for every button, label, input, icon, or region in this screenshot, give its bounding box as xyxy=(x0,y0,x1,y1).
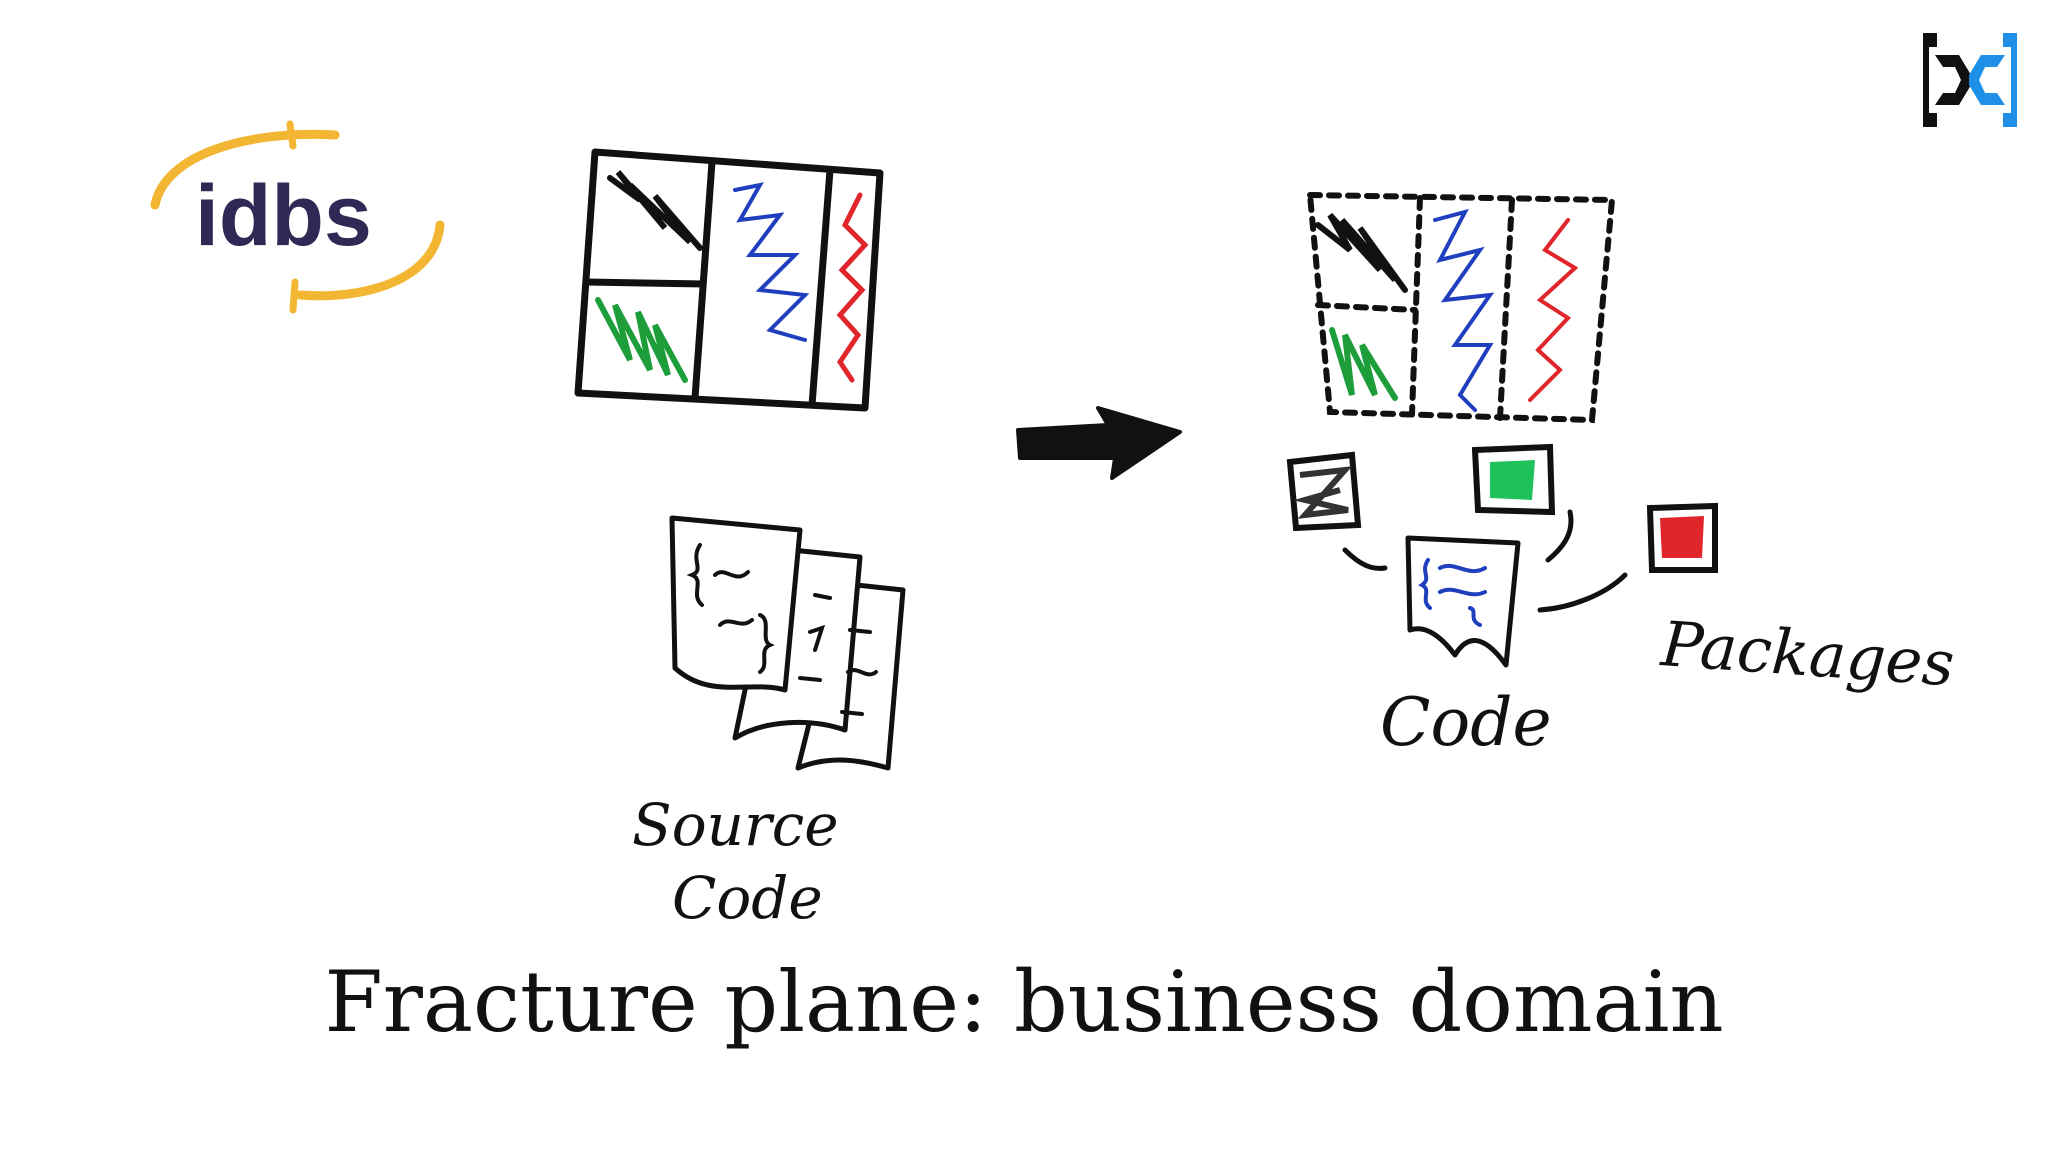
source-code-label-line2: Code xyxy=(672,864,823,932)
code-page xyxy=(1405,535,1521,668)
source-code-pages xyxy=(669,515,906,771)
transform-arrow xyxy=(1016,406,1182,480)
package-red xyxy=(1646,502,1718,573)
split-grid xyxy=(1306,191,1616,424)
idbs-logo: idbs xyxy=(150,120,445,314)
source-code-label-line1: Source xyxy=(632,791,839,859)
slide-caption: Fracture plane: business domain xyxy=(324,953,1724,1051)
package-black xyxy=(1286,451,1362,532)
blue-scribble xyxy=(733,182,810,342)
green-scribble xyxy=(595,297,688,383)
monolith-grid xyxy=(574,148,884,412)
idbs-logo-text: idbs xyxy=(195,168,372,264)
black-scribble xyxy=(607,170,703,251)
package-green xyxy=(1471,443,1556,516)
red-scribble xyxy=(836,192,869,383)
gear-brackets-icon xyxy=(1923,33,2017,127)
packages-label: Packages xyxy=(1658,607,1957,700)
code-label: Code xyxy=(1380,684,1552,761)
